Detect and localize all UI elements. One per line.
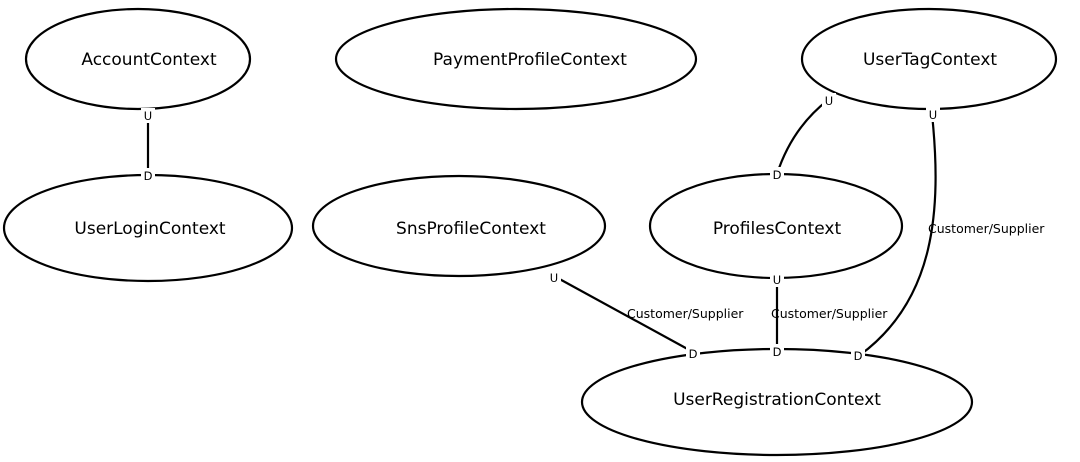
context-user-tag-label: UserTagContext (863, 50, 997, 70)
relationship-lines (146, 99, 937, 356)
context-user-registration-label: UserRegistrationContext (673, 390, 881, 410)
downstream-mark: D (773, 168, 782, 182)
downstream-mark: D (854, 349, 863, 363)
line-usertag-profiles[interactable] (775, 99, 829, 175)
context-user-tag[interactable]: UserTagContext (800, 7, 1058, 111)
relationship-labels: Customer/Supplier Customer/Supplier Cust… (627, 221, 1045, 321)
relationship-label-customer-supplier: Customer/Supplier (928, 221, 1045, 236)
context-sns-profile-label: SnsProfileContext (396, 219, 546, 239)
relationship-label-customer-supplier: Customer/Supplier (627, 306, 744, 321)
context-sns-profile-shape (311, 174, 607, 278)
line-snsprofile-userregistration[interactable] (553, 275, 694, 353)
upstream-mark: U (773, 273, 781, 287)
context-user-login-label: UserLoginContext (74, 219, 226, 239)
context-sns-profile[interactable]: SnsProfileContext (311, 174, 607, 278)
downstream-mark: D (689, 347, 698, 361)
context-account[interactable]: AccountContext (24, 7, 252, 111)
downstream-mark: D (144, 169, 153, 183)
context-profiles-label: ProfilesContext (713, 219, 842, 239)
relationship-label-customer-supplier: Customer/Supplier (771, 306, 888, 321)
line-usertag-userregistration[interactable] (859, 113, 937, 356)
end-marks: U D U D U D U D U D (141, 93, 940, 363)
context-payment-profile-shape (334, 7, 698, 111)
upstream-mark: U (929, 108, 937, 122)
context-user-login[interactable]: UserLoginContext (2, 173, 294, 283)
context-account-shape (24, 7, 252, 111)
downstream-mark: D (773, 345, 782, 359)
context-payment-profile[interactable]: PaymentProfileContext (334, 7, 698, 111)
context-user-registration[interactable]: UserRegistrationContext (580, 347, 974, 457)
upstream-mark: U (144, 109, 152, 123)
context-account-label: AccountContext (81, 50, 217, 70)
upstream-mark: U (550, 271, 558, 285)
upstream-mark: U (825, 94, 833, 108)
context-profiles[interactable]: ProfilesContext (648, 172, 904, 280)
context-payment-profile-label: PaymentProfileContext (433, 50, 627, 70)
